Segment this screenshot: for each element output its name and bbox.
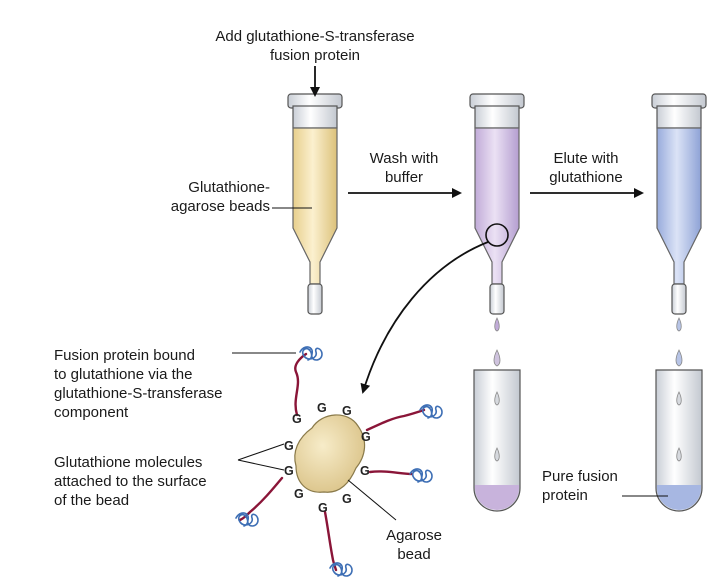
g-label: G: [342, 492, 352, 506]
label-pure-protein: Pure fusion protein: [542, 468, 618, 504]
label-beads: Glutathione- agarose beads: [170, 179, 270, 215]
glutathione-labels: G G G G G G G G G G: [284, 401, 371, 515]
label-elute: Elute with glutathione: [549, 150, 623, 186]
collection-tube-wash: [473, 349, 521, 512]
g-label: G: [292, 412, 302, 426]
magnify-circle: [485, 223, 509, 247]
label-add-gst: Add glutathione-S-transferase fusion pro…: [215, 28, 415, 64]
label-agarose-bead: Agarose bead: [386, 527, 442, 563]
g-label: G: [318, 501, 328, 515]
collection-tube-elute: [655, 349, 703, 512]
arrow-zoom: [360, 241, 489, 394]
g-label: G: [317, 401, 327, 415]
leader-lines: [232, 207, 668, 521]
g-label: G: [342, 404, 352, 418]
label-wash: Wash with buffer: [369, 150, 439, 186]
g-label: G: [360, 464, 370, 478]
label-fusion-bound: Fusion protein bound to glutathione via …: [54, 347, 223, 421]
label-glutathione-molecules: Glutathione molecules attached to the su…: [54, 454, 207, 509]
linker-chains: [238, 352, 426, 572]
g-label: G: [284, 464, 294, 478]
agarose-bead: [294, 414, 366, 493]
column-wash: [469, 93, 525, 332]
fusion-protein-icons: [235, 346, 443, 577]
column-glutathione-agarose: [287, 93, 343, 315]
g-label: G: [284, 439, 294, 453]
column-elute: [651, 93, 707, 332]
g-label: G: [361, 430, 371, 444]
g-label: G: [294, 487, 304, 501]
